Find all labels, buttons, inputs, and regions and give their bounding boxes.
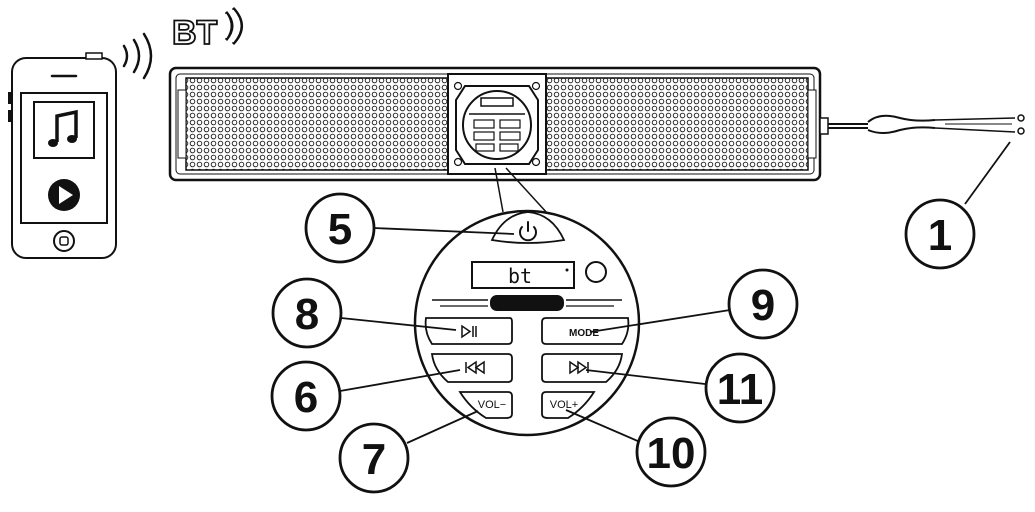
callout-11-label: 11 [717,365,764,414]
control-panel: bt DS18 MODE [413,209,641,437]
callout-11: 11 [704,352,776,424]
wireless-signal-icon [122,32,153,80]
zoom-line-right [505,167,549,215]
bluetooth-label: BT [172,14,218,52]
callout-7-label: 7 [362,435,386,484]
callout-9-label: 9 [751,281,775,330]
display-text: bt [508,264,532,288]
music-note-icon [33,101,95,159]
home-button-icon [53,230,75,252]
callout-10: 10 [635,416,707,488]
callout-10-label: 10 [647,429,696,478]
callout-8-label: 8 [295,290,319,339]
mode-button[interactable]: MODE [541,317,630,345]
bluetooth-logo: BT [171,6,243,53]
previous-track-button[interactable] [430,353,513,383]
next-track-icon [569,360,589,375]
next-track-button[interactable] [541,353,624,383]
callout-6: 6 [270,360,342,432]
soundbar [168,66,822,182]
volume-up-button[interactable]: VOL+ [541,391,596,419]
callout-5: 5 [304,192,376,264]
zoom-line-left [494,167,504,213]
power-button[interactable] [490,211,566,244]
power-cable [819,114,1025,135]
callout-5-label: 5 [328,205,352,254]
volume-down-button[interactable]: VOL− [458,391,513,419]
volume-down-label: VOL− [478,399,506,411]
volume-up-label: VOL+ [550,399,578,411]
play-pause-icon [461,324,477,339]
callout-9: 9 [727,268,799,340]
power-icon [519,221,537,242]
callout-8: 8 [271,277,343,349]
brand-logo-text: DS18 [511,296,544,311]
lcd-display: bt [471,261,575,289]
leader-lines [339,141,1011,444]
mode-label: MODE [569,328,599,339]
callout-1: 1 [904,198,976,270]
callout-1-label: 1 [928,211,952,260]
callout-7: 7 [338,422,410,494]
play-icon [48,179,80,211]
smartphone [8,52,117,259]
ir-sensor-icon [585,261,607,283]
callout-6-label: 6 [294,373,318,422]
play-pause-button[interactable] [424,317,513,345]
previous-track-icon [465,360,485,375]
brand-logo: DS18 [490,295,564,311]
